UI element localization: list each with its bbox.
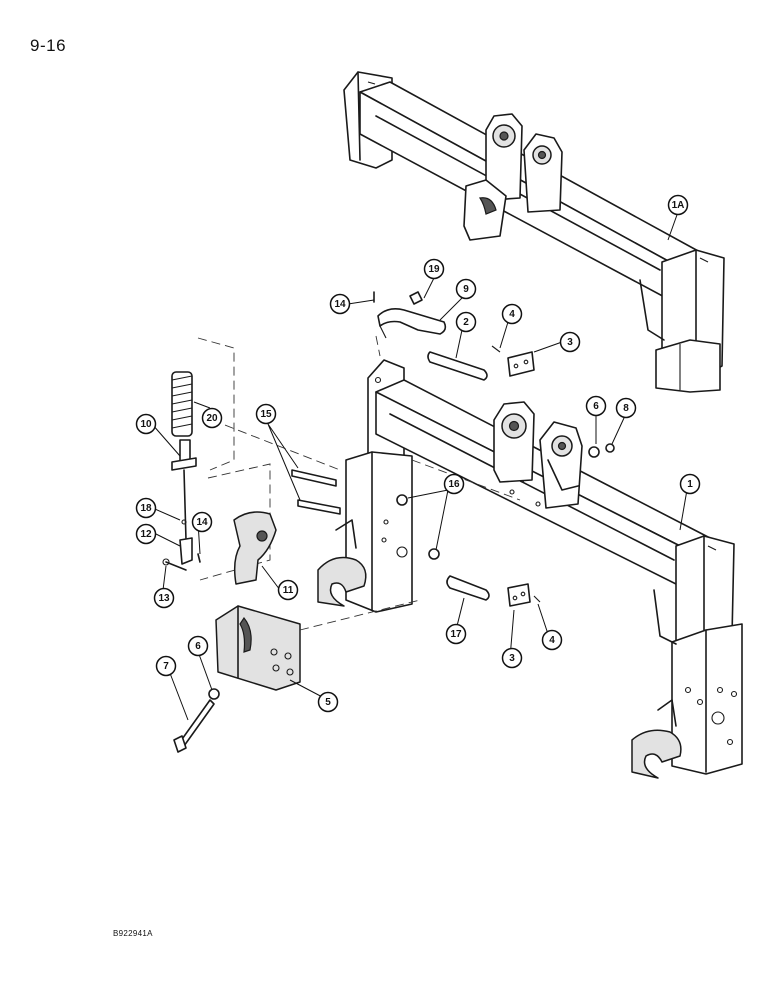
callout-3: 3 xyxy=(559,331,581,353)
callout-label: 6 xyxy=(195,641,201,652)
callout-11: 11 xyxy=(277,579,299,601)
callout-10: 10 xyxy=(135,413,157,435)
callout-circle xyxy=(585,395,607,417)
plate-part-3 xyxy=(507,351,535,377)
callout-circle xyxy=(445,623,467,645)
spring-part-20 xyxy=(171,371,193,437)
callout-label: 4 xyxy=(509,309,515,320)
callout-label: 15 xyxy=(260,409,272,420)
callout-6: 6 xyxy=(585,395,607,417)
callout-label: 2 xyxy=(463,317,469,328)
callout-circle xyxy=(135,497,157,519)
callout-circle xyxy=(277,579,299,601)
callout-label: 12 xyxy=(140,529,152,540)
callout-5: 5 xyxy=(317,691,339,713)
callout-circle xyxy=(455,278,477,300)
callout-circle xyxy=(135,523,157,545)
spring-latch-parts xyxy=(162,337,341,585)
callout-3: 3 xyxy=(501,647,523,669)
callout-9: 9 xyxy=(455,278,477,300)
callout-label: 17 xyxy=(450,629,462,640)
callout-18: 18 xyxy=(135,497,157,519)
callout-label: 6 xyxy=(593,401,599,412)
callout-label: 9 xyxy=(463,284,469,295)
callout-label: 3 xyxy=(509,653,515,664)
callout-circle xyxy=(153,587,175,609)
pin-part-2 xyxy=(427,351,488,381)
callout-label: 10 xyxy=(140,419,152,430)
rod-part-10 xyxy=(171,457,197,471)
latch-part-9 xyxy=(377,308,447,335)
callout-circle xyxy=(317,691,339,713)
callout-12: 12 xyxy=(135,523,157,545)
upper-hitch-frame xyxy=(343,71,725,393)
callout-14: 14 xyxy=(329,293,351,315)
callout-label: 19 xyxy=(428,264,440,275)
callout-circle xyxy=(501,303,523,325)
callout-label: 4 xyxy=(549,635,555,646)
callout-2: 2 xyxy=(455,311,477,333)
callout-1: 1 xyxy=(679,473,701,495)
callout-circle xyxy=(443,473,465,495)
callout-4: 4 xyxy=(501,303,523,325)
callout-1A: 1A xyxy=(667,194,689,216)
callout-13: 13 xyxy=(153,587,175,609)
callout-label: 16 xyxy=(448,479,460,490)
callout-17: 17 xyxy=(445,623,467,645)
callout-circle xyxy=(329,293,351,315)
callout-label: 14 xyxy=(196,517,208,528)
callout-label: 1 xyxy=(687,479,693,490)
callout-circle xyxy=(455,311,477,333)
callout-7: 7 xyxy=(155,655,177,677)
callout-8: 8 xyxy=(615,397,637,419)
callout-label: 5 xyxy=(325,697,331,708)
hook-bracket-5 xyxy=(215,599,421,691)
callout-label: 1A xyxy=(672,200,685,211)
callout-label: 20 xyxy=(206,413,218,424)
callout-circle xyxy=(541,629,563,651)
callout-label: 3 xyxy=(567,337,573,348)
bolt-part-7 xyxy=(173,688,220,753)
latch-part-11 xyxy=(233,511,277,585)
callout-circle xyxy=(255,403,277,425)
lower-hitch-frame xyxy=(317,359,743,779)
callout-20: 20 xyxy=(201,407,223,429)
callout-circle xyxy=(155,655,177,677)
callout-label: 8 xyxy=(623,403,629,414)
callout-19: 19 xyxy=(423,258,445,280)
callout-14: 14 xyxy=(191,511,213,533)
callout-circle xyxy=(201,407,223,429)
callout-16: 16 xyxy=(443,473,465,495)
callout-15: 15 xyxy=(255,403,277,425)
callout-4: 4 xyxy=(541,629,563,651)
callout-circle xyxy=(135,413,157,435)
figure-code: B922941A xyxy=(113,929,153,938)
callout-circle xyxy=(187,635,209,657)
callout-label: 13 xyxy=(158,593,170,604)
callout-label: 7 xyxy=(163,661,169,672)
callout-label: 18 xyxy=(140,503,152,514)
callout-circle xyxy=(667,194,689,216)
callout-circle xyxy=(501,647,523,669)
callout-circle xyxy=(423,258,445,280)
callout-circle xyxy=(679,473,701,495)
callout-circle xyxy=(615,397,637,419)
callout-6: 6 xyxy=(187,635,209,657)
callout-circle xyxy=(191,511,213,533)
callout-label: 11 xyxy=(283,585,294,596)
lower-loose-parts xyxy=(396,443,615,607)
callout-label: 14 xyxy=(334,299,346,310)
page-number: 9-16 xyxy=(30,36,67,55)
callout-layer: 1A 19 14 9 2 4 3 20 15 10 6 8 16 1 18 14 12 11 13 17 3 4 7 6 5 xyxy=(135,194,701,713)
callout-circle xyxy=(559,331,581,353)
pin-part-17 xyxy=(446,575,490,601)
